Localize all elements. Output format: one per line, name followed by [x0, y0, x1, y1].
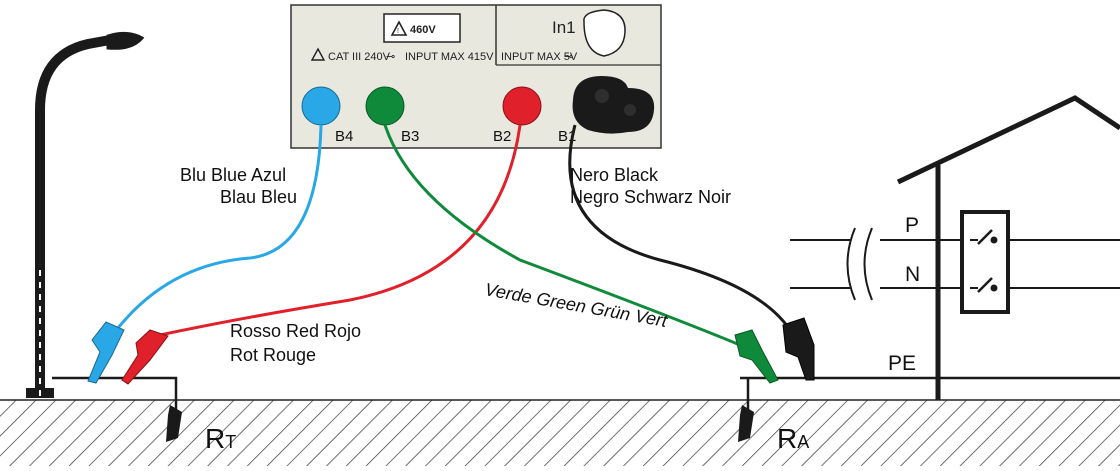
green-wire: [383, 124, 741, 347]
blue-wire: [116, 124, 323, 329]
supply-lines: [790, 227, 1120, 301]
rt-label: RT: [205, 423, 236, 454]
blue-label-line2: Blau Bleu: [220, 187, 297, 207]
terminal-b2-label: B2: [493, 128, 511, 145]
house: [896, 95, 1120, 400]
warning-icon: [310, 47, 326, 61]
n-label: N: [905, 263, 920, 286]
input-max-main: INPUT MAX 415V: [405, 51, 494, 63]
black-label-line1: Nero Black: [570, 165, 659, 185]
terminal-b3: [365, 86, 405, 126]
ground-arrow-icon: ⊸: [564, 51, 573, 63]
red-label-line2: Rot Rouge: [230, 345, 316, 365]
terminal-b3-label: B3: [401, 128, 419, 145]
terminal-b2: [502, 86, 542, 126]
voltage-badge: 460V: [410, 24, 436, 36]
black-clip: [782, 317, 815, 381]
red-label-line1: Rosso Red Rojo: [230, 321, 361, 341]
black-label-line2: Negro Schwarz Noir: [570, 187, 731, 207]
street-lamp: [26, 31, 145, 400]
pe-label: PE: [888, 352, 916, 375]
warning-icon: [390, 20, 408, 36]
ground-arrow-icon: ⊸: [386, 51, 395, 63]
blue-label-line1: Blu Blue Azul: [180, 165, 286, 185]
ground: [0, 399, 1120, 466]
terminal-b4-label: B4: [335, 128, 353, 145]
in1-label: In1: [552, 18, 576, 37]
p-label: P: [905, 214, 919, 237]
in1-socket: [583, 9, 626, 57]
terminal-b4: [301, 86, 341, 126]
cat-label: CAT III 240V: [328, 51, 391, 63]
svg-text:!: !: [397, 28, 399, 35]
breaker-box: [960, 210, 1010, 314]
green-clip: [734, 329, 779, 384]
ra-label: RA: [777, 423, 809, 454]
blue-clip: [87, 321, 125, 384]
red-wire: [159, 124, 522, 337]
black-wire: [568, 124, 792, 331]
red-clip: [121, 329, 169, 385]
input-max-aux: INPUT MAX 5V: [501, 51, 578, 63]
terminal-b1: [572, 76, 655, 134]
